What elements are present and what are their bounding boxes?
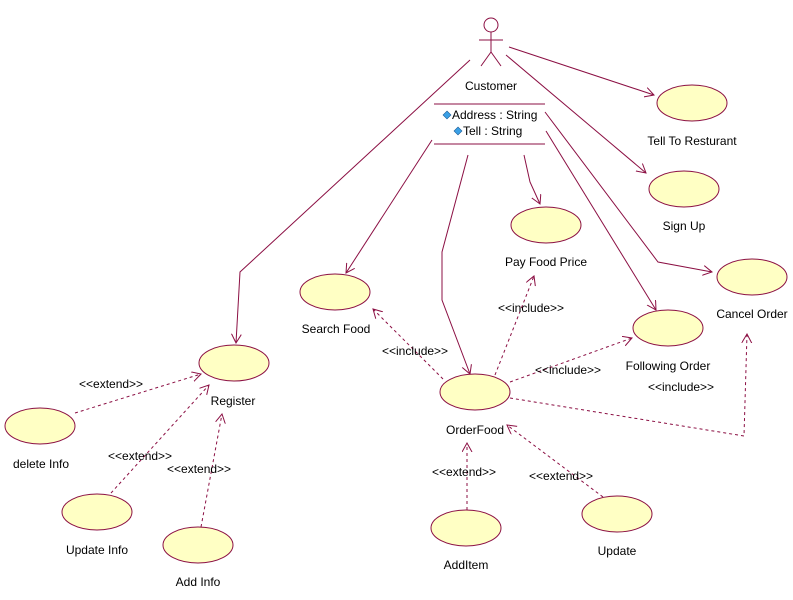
use-case-label: Cancel Order xyxy=(716,307,787,321)
assoc-pay-food-price xyxy=(523,154,540,204)
attr-address: Address : String xyxy=(452,108,537,122)
actor-name: Customer xyxy=(465,79,517,93)
use-case-update[interactable]: Update xyxy=(581,495,653,558)
extend-label: <<extend>> xyxy=(432,465,496,479)
use-case-label: Update xyxy=(598,544,637,558)
use-case-add-info[interactable]: Add Info xyxy=(162,526,234,589)
actor-head xyxy=(483,17,499,33)
actor-customer[interactable]: Customer xyxy=(465,17,517,93)
use-case-ellipse xyxy=(4,407,76,445)
use-case-ellipse xyxy=(439,373,511,411)
use-case-label: OrderFood xyxy=(446,423,504,437)
use-case-following-order[interactable]: Following Order xyxy=(626,309,711,373)
use-case-ellipse xyxy=(716,258,788,296)
use-case-delete-info[interactable]: delete Info xyxy=(4,407,76,471)
include-label: <<include>> xyxy=(535,363,601,377)
use-case-update-info[interactable]: Update Info xyxy=(61,493,133,557)
extend-label: <<extend>> xyxy=(79,377,143,391)
extend-label: <<extend>> xyxy=(108,449,172,463)
use-case-ellipse xyxy=(299,273,371,311)
include-search-food xyxy=(373,309,444,380)
use-case-add-item[interactable]: AddItem xyxy=(430,509,502,572)
use-case-register[interactable]: Register xyxy=(198,344,270,408)
dependencies xyxy=(74,276,747,528)
extend-label: <<extend>> xyxy=(529,469,593,483)
use-case-pay-food-price[interactable]: Pay Food Price xyxy=(505,206,587,269)
use-case-ellipse xyxy=(648,170,720,208)
actor-right-leg xyxy=(490,51,502,67)
extend-label: <<extend>> xyxy=(167,462,231,476)
use-case-ellipse xyxy=(656,84,728,122)
use-case-ellipse xyxy=(198,344,270,382)
extend-update-info xyxy=(110,385,209,494)
assoc-search-food xyxy=(346,139,433,273)
include-following-order xyxy=(509,338,632,383)
include-pay-food-price xyxy=(494,276,534,376)
use-case-label: Search Food xyxy=(302,322,371,336)
use-case-ellipse xyxy=(430,509,502,547)
extend-add-info xyxy=(200,414,222,528)
actor-attributes: Address : String Tell : String xyxy=(434,103,545,145)
use-case-label: Add Info xyxy=(176,575,221,589)
extend-update xyxy=(507,425,604,498)
use-case-cancel-order[interactable]: Cancel Order xyxy=(716,258,788,321)
use-case-label: AddItem xyxy=(444,558,489,572)
use-case-label: delete Info xyxy=(13,457,69,471)
use-case-ellipse xyxy=(61,493,133,531)
include-label: <<include>> xyxy=(498,301,564,315)
include-cancel-order xyxy=(509,334,747,437)
include-label: <<include>> xyxy=(382,344,448,358)
associations xyxy=(236,46,712,374)
use-case-ellipse xyxy=(632,309,704,347)
assoc-order-food xyxy=(441,154,470,374)
stereotype-labels: <<include>> <<include>> <<include>> <<in… xyxy=(79,301,714,483)
use-case-label: Following Order xyxy=(626,359,711,373)
use-case-label: Pay Food Price xyxy=(505,255,587,269)
attribute-diamond-icon xyxy=(442,110,452,120)
use-case-label: Sign Up xyxy=(663,219,706,233)
use-case-tell-to-resturant[interactable]: Tell To Resturant xyxy=(647,84,737,148)
assoc-tell-to-resturant xyxy=(508,46,654,95)
use-case-label: Tell To Resturant xyxy=(647,134,737,148)
assoc-following-order xyxy=(545,130,656,310)
use-case-label: Update Info xyxy=(66,543,128,557)
use-case-search-food[interactable]: Search Food xyxy=(299,273,371,336)
use-case-order-food[interactable]: OrderFood xyxy=(439,373,511,437)
assoc-cancel-order xyxy=(544,111,712,272)
attribute-diamond-icon xyxy=(453,126,463,136)
include-label: <<include>> xyxy=(648,380,714,394)
attr-tell: Tell : String xyxy=(463,124,522,138)
use-case-ellipse xyxy=(581,495,653,533)
assoc-sign-up xyxy=(505,54,646,173)
extend-delete-info xyxy=(74,374,201,414)
use-case-label: Register xyxy=(211,394,256,408)
assoc-register xyxy=(236,59,471,343)
use-case-sign-up[interactable]: Sign Up xyxy=(648,170,720,233)
use-case-ellipse xyxy=(162,526,234,564)
use-case-ellipse xyxy=(510,206,582,244)
actor-left-leg xyxy=(480,51,492,67)
